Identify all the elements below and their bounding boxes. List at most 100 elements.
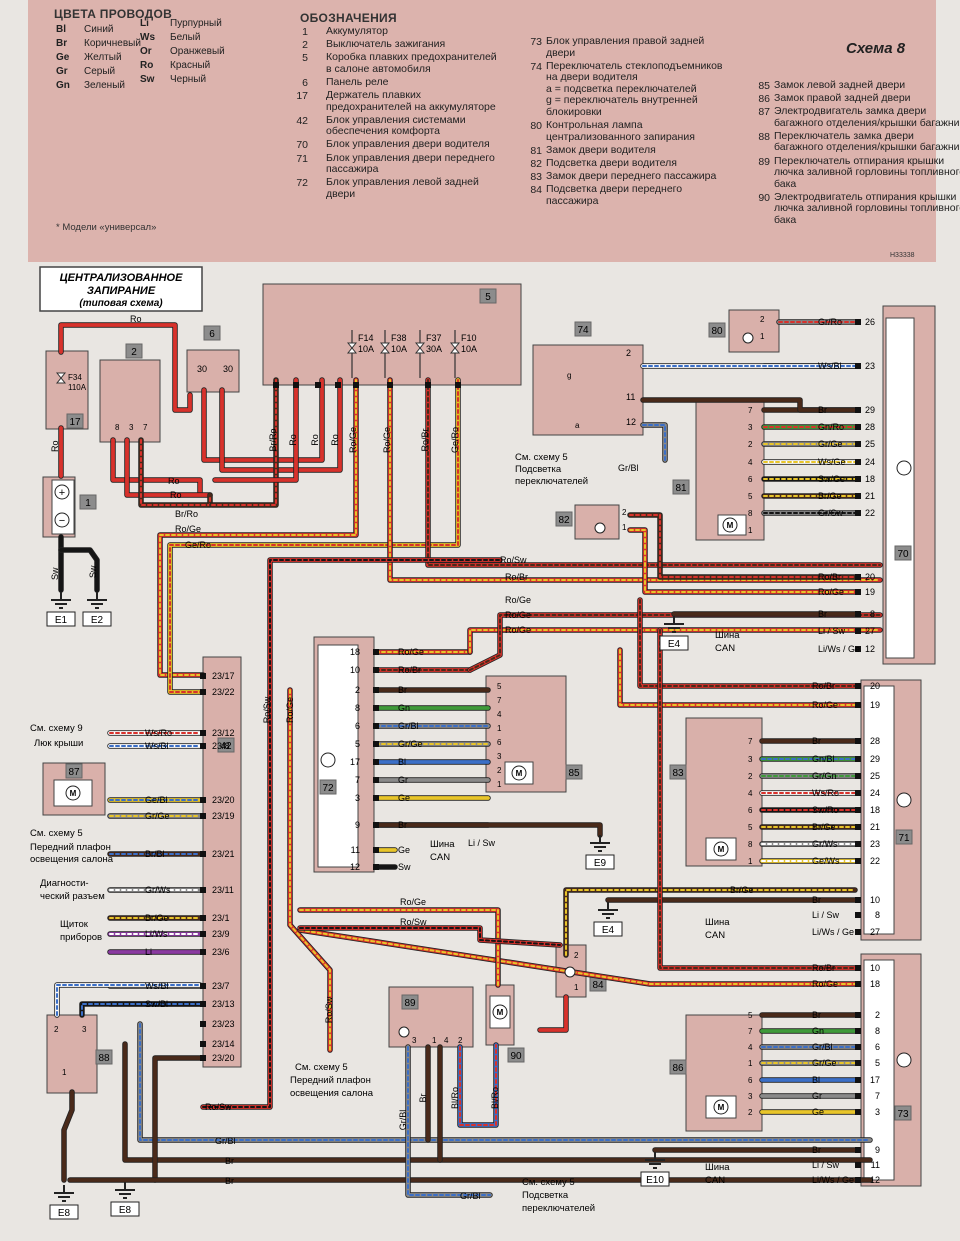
unit84-label: 84 bbox=[592, 980, 604, 991]
unit83-pin: 4 bbox=[748, 789, 753, 798]
unit70-pin: 27 bbox=[865, 626, 875, 636]
unit90-label: 90 bbox=[510, 1051, 522, 1062]
wire-71-roge-core bbox=[618, 648, 857, 707]
battery-plus-glyph: + bbox=[59, 487, 65, 499]
wire-89-blro-tracer bbox=[459, 1044, 497, 1126]
unit71-pin: 27 bbox=[870, 927, 880, 937]
unit85-pin: 4 bbox=[497, 710, 502, 719]
wire-br-bottom-core bbox=[123, 1042, 872, 1162]
color-code: Gn bbox=[56, 80, 70, 91]
unit88-label: 88 bbox=[98, 1053, 110, 1064]
wire-73-roge-tracer bbox=[299, 929, 856, 985]
unit70-pin-connector bbox=[855, 476, 861, 482]
wire-label-ro-sw: Ro/Sw bbox=[400, 917, 427, 927]
note-switch-light2: Подсветка bbox=[522, 1190, 569, 1201]
designation-text: Электродвигатель замка двери багажного о… bbox=[774, 105, 960, 129]
note-sunroof: Люк крыши bbox=[34, 738, 83, 749]
note-panel: приборов bbox=[60, 932, 102, 943]
note-diag: ческий разъем bbox=[40, 891, 105, 902]
unit2-plate bbox=[125, 343, 143, 359]
fusebox-wire-label: Ro/Ge bbox=[348, 427, 358, 453]
note-front-light2: освещения салона bbox=[290, 1088, 374, 1099]
ground-e8-bottom-label: E8 bbox=[119, 1205, 132, 1216]
designation-number: 73 bbox=[530, 36, 542, 48]
unit72-label: 72 bbox=[322, 783, 334, 794]
wire-label-ro-ge: Ro/Ge bbox=[285, 697, 295, 723]
unit70-pin-connector bbox=[855, 363, 861, 369]
unit71-pin: 21 bbox=[870, 822, 880, 832]
unit83-pin: 1 bbox=[748, 857, 753, 866]
note-see5d: См. схему 5 bbox=[522, 1177, 575, 1188]
designation-number: 2 bbox=[302, 39, 308, 52]
unit42-wire-label: Gr/Ws bbox=[145, 885, 171, 895]
unit70-pin-connector bbox=[855, 574, 861, 580]
unit70-pin: 20 bbox=[865, 572, 875, 582]
unit70-pin-connector bbox=[855, 493, 861, 499]
unit71-pin-connector bbox=[855, 738, 861, 744]
unit83-plate bbox=[669, 764, 687, 780]
designation-number: 42 bbox=[296, 114, 308, 127]
unit72-pin-connector bbox=[373, 847, 379, 853]
unit72-wire-label: Ro/Br bbox=[398, 665, 421, 675]
wire-ws-bl-88-tracer bbox=[56, 984, 201, 1016]
fusebox-pin bbox=[293, 382, 299, 388]
fuse-amp: 10A bbox=[391, 344, 407, 354]
wire-72-e9-core bbox=[374, 823, 602, 837]
unit81-pin: 5 bbox=[748, 492, 753, 501]
unit71-pin-connector bbox=[855, 897, 861, 903]
wire-ws-bl-88-core bbox=[55, 983, 202, 1017]
wire-ro-relay1-core bbox=[202, 378, 324, 462]
wire-label-ge-ro: Ge/Ro bbox=[185, 540, 211, 550]
wire-label-ro: Ro bbox=[170, 490, 182, 500]
unit70-pin-connector bbox=[855, 510, 861, 516]
unit72-wire-label: Gn bbox=[398, 703, 410, 713]
fuel-motor-icon-glyph: M bbox=[497, 1008, 504, 1017]
wire-label-ro-br: Ro/Br bbox=[505, 572, 528, 582]
unit72-pin-connector bbox=[373, 687, 379, 693]
wire-fb-ro1-core bbox=[213, 378, 298, 482]
designation-number: 6 bbox=[302, 76, 308, 89]
unit72-pin: 17 bbox=[350, 757, 360, 767]
designation-number: 87 bbox=[758, 106, 770, 119]
color-code: Br bbox=[56, 38, 68, 49]
designation-number: 1 bbox=[302, 26, 308, 38]
unit72-pin: 12 bbox=[350, 862, 360, 872]
unit81-pin: 2 bbox=[748, 440, 753, 449]
unit72-pin: 6 bbox=[355, 721, 360, 731]
unit81-pin: 1 bbox=[748, 526, 753, 535]
ground-e1-label: E1 bbox=[55, 615, 68, 626]
designation-text: Замок правой задней двери bbox=[774, 92, 911, 105]
lamp-icon bbox=[398, 1026, 410, 1038]
color-code: Or bbox=[140, 46, 152, 57]
wire-fb-brro-tracer bbox=[211, 379, 277, 506]
color-name: Серый bbox=[84, 66, 116, 77]
wire-label-br-ge: Br/Ge bbox=[730, 885, 754, 895]
unit84-pin: 1 bbox=[574, 983, 579, 992]
unit42-pin: 23/21 bbox=[212, 849, 235, 859]
unit42-pin: 23/12 bbox=[212, 728, 235, 738]
unit72-pin: 11 bbox=[351, 845, 360, 855]
ground-e2-label: E2 bbox=[91, 615, 104, 626]
wire-ro-relay2-core bbox=[220, 378, 342, 472]
unit71-pin: 20 bbox=[870, 681, 880, 691]
unit73-pin: 8 bbox=[875, 1026, 880, 1036]
unit72-pin: 18 bbox=[350, 647, 360, 657]
unit70-pin-connector bbox=[855, 319, 861, 325]
unit72-pin: 8 bbox=[355, 703, 360, 713]
unit42-pin-connector bbox=[200, 949, 206, 955]
unit85-pin: 6 bbox=[497, 738, 502, 747]
note-front-light: освещения салона bbox=[30, 854, 114, 865]
door-light-82 bbox=[574, 504, 620, 540]
unit74-pin: 2 bbox=[626, 348, 631, 358]
designation-number: 5 bbox=[302, 52, 308, 65]
ground-e8-top-box bbox=[659, 635, 689, 651]
unit72-wire-label: Gr/Bl bbox=[398, 721, 419, 731]
wire-74-grbl-core bbox=[641, 423, 667, 462]
designations-title: ОБОЗНАЧЕНИЯ bbox=[300, 11, 397, 25]
wire-84-ro-core bbox=[538, 995, 568, 1032]
fusebox-pin bbox=[387, 382, 393, 388]
lock85-motor-icon bbox=[511, 765, 527, 781]
unit42-pin-connector bbox=[200, 887, 206, 893]
wire-89-blro bbox=[457, 1042, 499, 1128]
